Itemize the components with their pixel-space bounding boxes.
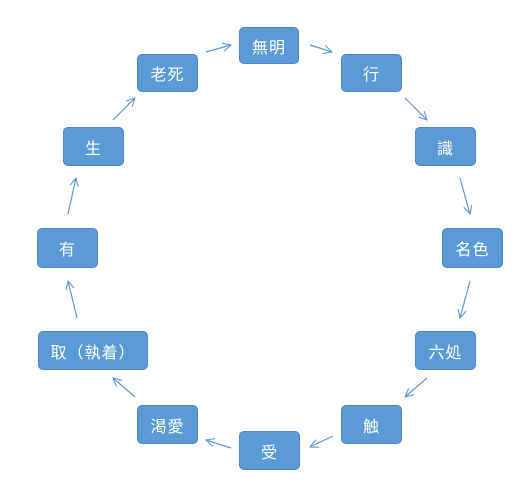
node-ju: 受: [239, 431, 300, 470]
node-katsuai: 渇愛: [137, 405, 198, 444]
node-shu: 取（執着）: [38, 331, 148, 370]
arrow-rokusho-to-soku: [405, 377, 428, 397]
arrow-shiki-to-myoshiki: [459, 177, 470, 214]
arrow-gyo-to-shiki: [404, 97, 427, 120]
arrow-soku-to-ju: [310, 435, 334, 447]
node-roshi: 老死: [137, 54, 198, 92]
node-rokusho: 六処: [415, 331, 476, 370]
arrow-sho-to-roshi: [112, 98, 135, 121]
node-u: 有: [37, 228, 98, 268]
arrow-roshi-to-mumyo: [205, 45, 231, 53]
node-shiki: 識: [415, 127, 476, 166]
arrow-myoshiki-to-rokusho: [460, 280, 471, 318]
arrow-mumyo-to-gyo: [309, 44, 332, 52]
arrow-u-to-sho: [67, 178, 76, 215]
node-mumyo: 無明: [239, 27, 299, 64]
node-soku: 触: [341, 405, 402, 444]
node-sho: 生: [63, 127, 124, 166]
arrow-katsuai-to-shu: [113, 378, 136, 398]
node-myoshiki: 名色: [442, 228, 503, 268]
node-gyo: 行: [341, 54, 402, 92]
arrow-shu-to-u: [68, 281, 78, 319]
arrow-ju-to-katsuai: [206, 440, 232, 449]
